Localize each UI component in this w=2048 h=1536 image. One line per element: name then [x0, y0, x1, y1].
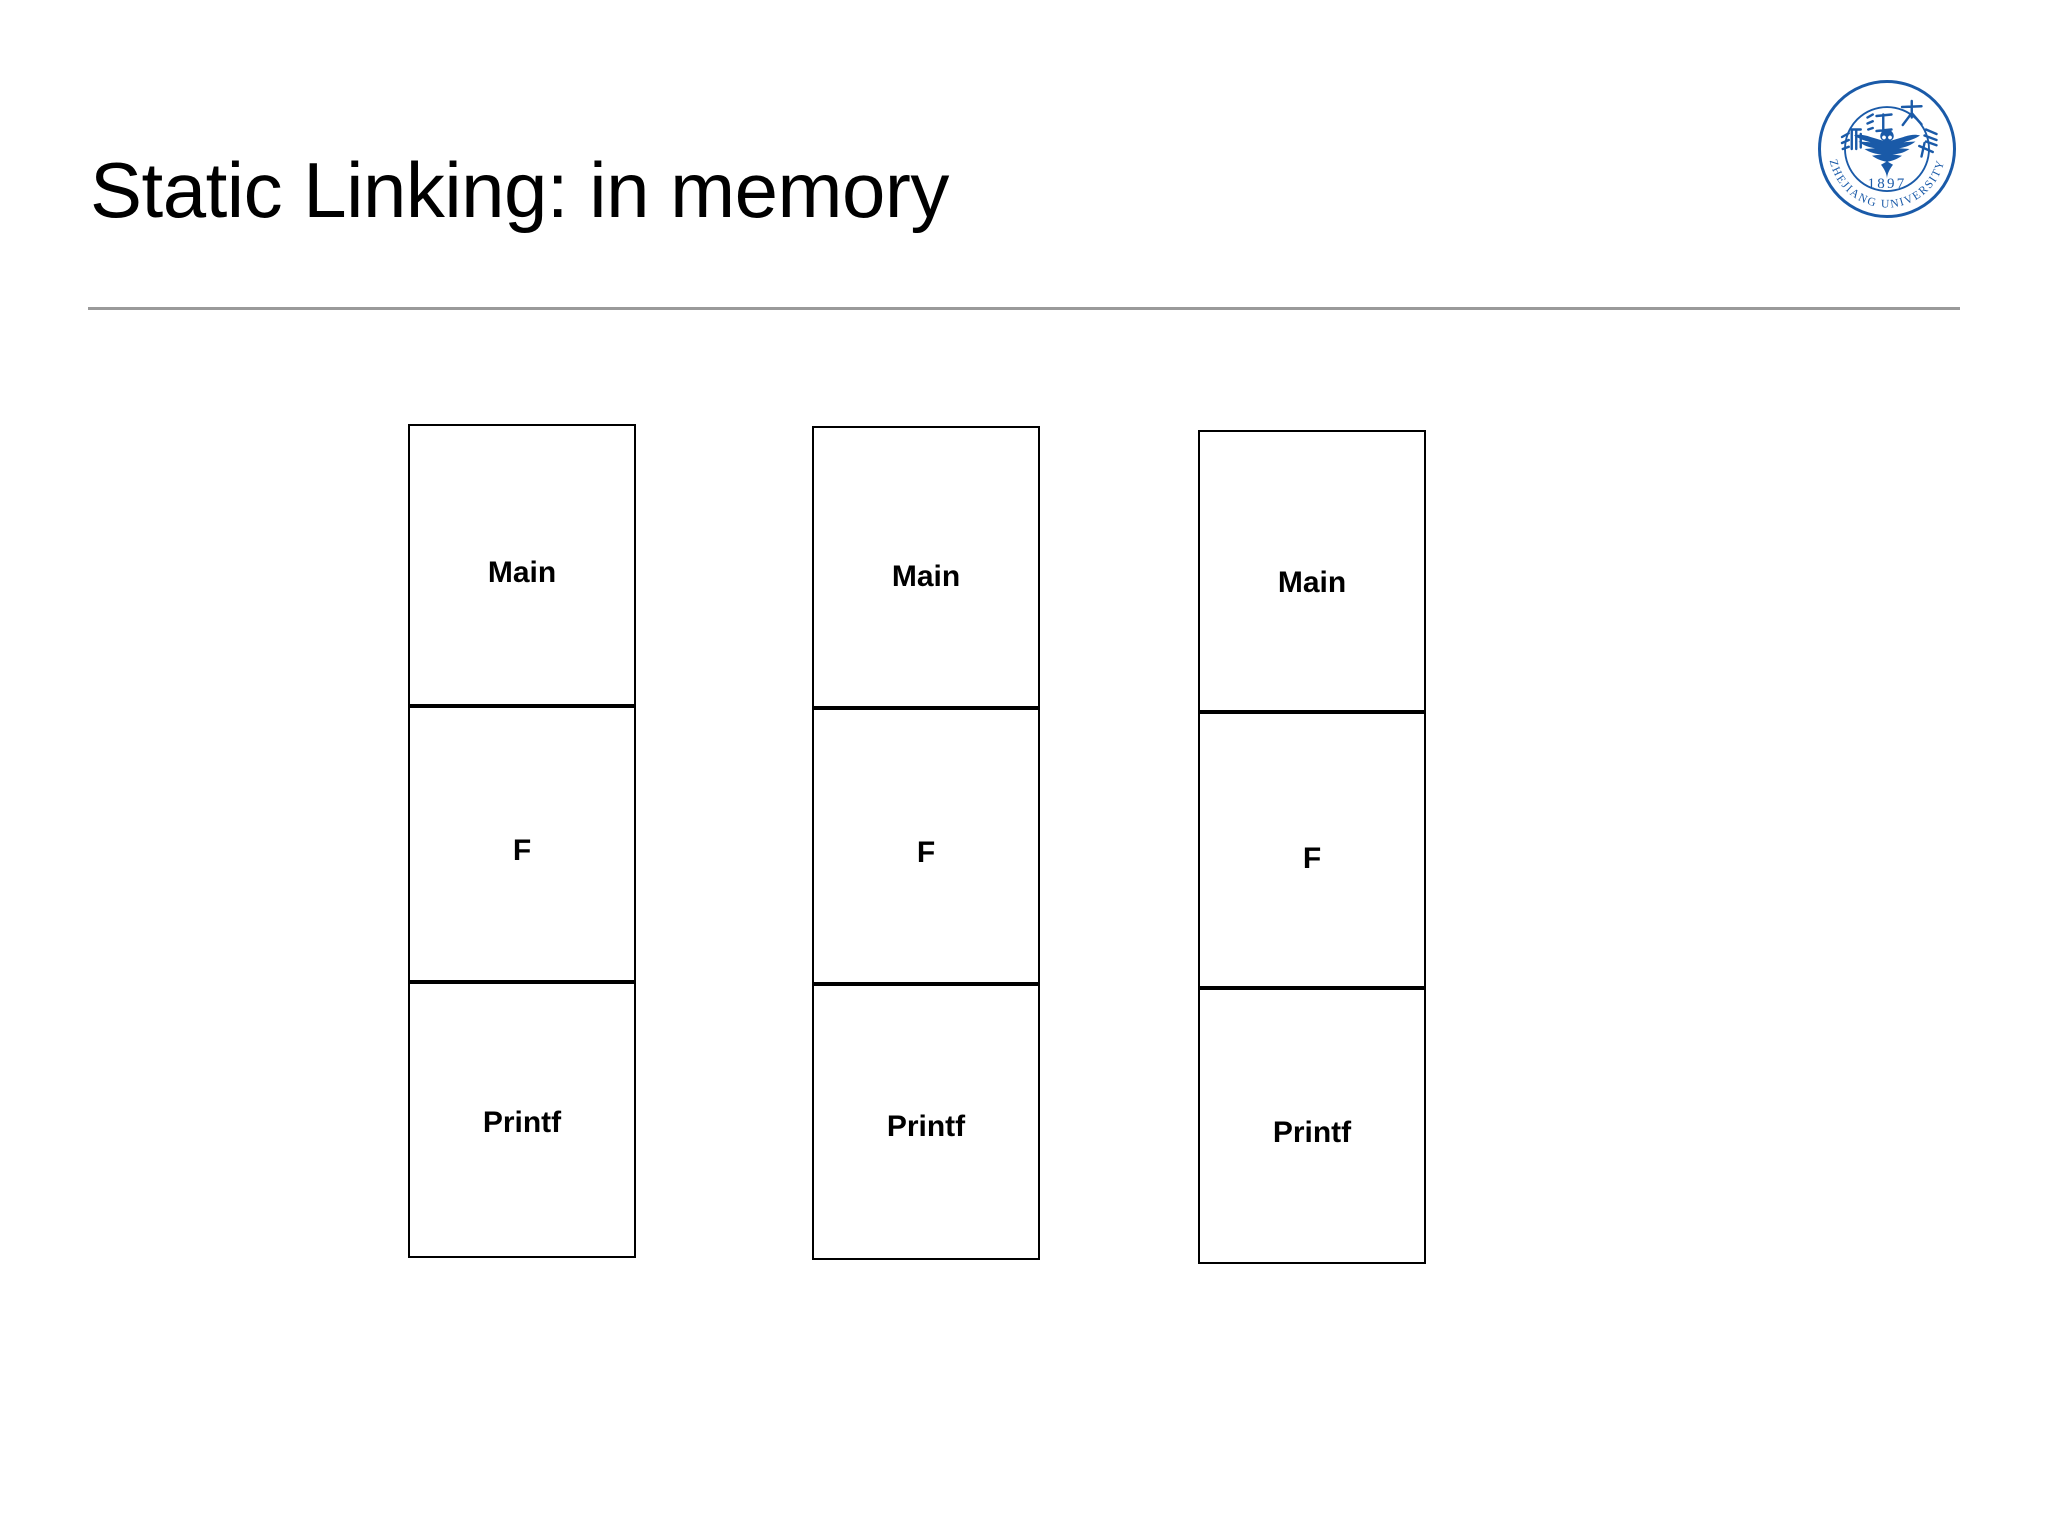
- memory-cell-label: F: [916, 836, 936, 869]
- memory-cell-main: Main: [1198, 430, 1426, 712]
- memory-cell-label: Main: [487, 556, 557, 589]
- memory-cell-printf: Printf: [408, 980, 636, 1258]
- memory-cell-main: Main: [812, 426, 1040, 708]
- memory-cell-f: F: [1198, 710, 1426, 988]
- memory-cell-label: Printf: [482, 1106, 562, 1139]
- page-title: Static Linking: in memory: [90, 146, 949, 234]
- title-divider: [88, 307, 1960, 310]
- memory-column-process-1: Main F Printf: [408, 424, 636, 1258]
- memory-cell-f: F: [812, 706, 1040, 984]
- memory-cell-label: F: [512, 834, 532, 867]
- memory-cell-label: Printf: [1272, 1116, 1352, 1149]
- memory-column-process-3: Main F Printf: [1198, 430, 1426, 1264]
- memory-cell-label: Printf: [886, 1110, 966, 1143]
- memory-cell-printf: Printf: [812, 982, 1040, 1260]
- memory-cell-label: Main: [891, 560, 961, 593]
- svg-text:1897: 1897: [1868, 176, 1907, 192]
- memory-cell-f: F: [408, 704, 636, 982]
- memory-cell-printf: Printf: [1198, 986, 1426, 1264]
- zhejiang-university-logo: 1897 ZHEJIANG UNIVERSITY: [1812, 74, 1962, 224]
- memory-column-process-2: Main F Printf: [812, 426, 1040, 1260]
- memory-cell-label: F: [1302, 842, 1322, 875]
- memory-cell-label: Main: [1277, 566, 1347, 599]
- memory-cell-main: Main: [408, 424, 636, 706]
